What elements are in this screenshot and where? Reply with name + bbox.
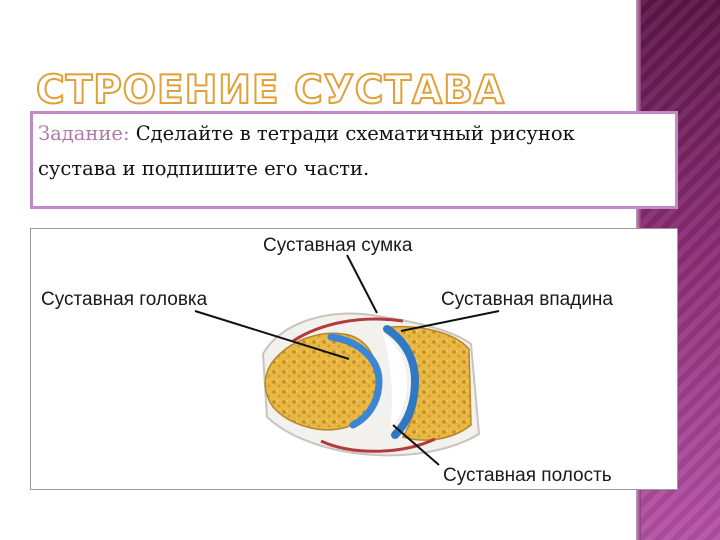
head-cartilage: [327, 333, 383, 429]
leader-socket: [400, 310, 500, 332]
task-body: Сделайте в тетради схематичный рисунок с…: [38, 122, 575, 180]
capsule-edge-bottom: [320, 437, 436, 453]
label-head: Суставная головка: [41, 289, 208, 310]
label-cavity: Суставная полость: [443, 465, 612, 486]
joint-cavity: [383, 333, 407, 429]
leader-cavity: [392, 424, 440, 466]
leader-head: [194, 310, 350, 360]
label-socket: Суставная впадина: [441, 289, 613, 310]
socket-cartilage: [383, 325, 420, 439]
slide-title: СТРОЕНИЕ СУСТАВА: [35, 67, 506, 114]
joint-diagram: Суставная сумка Суставная головка Сустав…: [30, 228, 678, 490]
capsule-edge-top: [292, 317, 404, 343]
leader-capsule: [346, 254, 378, 314]
label-capsule: Суставная сумка: [263, 235, 413, 256]
joint-illustration: Суставная сумка Суставная головка Сустав…: [41, 235, 613, 486]
task-text: Задание: Сделайте в тетради схематичный …: [38, 116, 658, 186]
task-lead: Задание:: [38, 122, 130, 145]
task-box: [30, 111, 678, 209]
